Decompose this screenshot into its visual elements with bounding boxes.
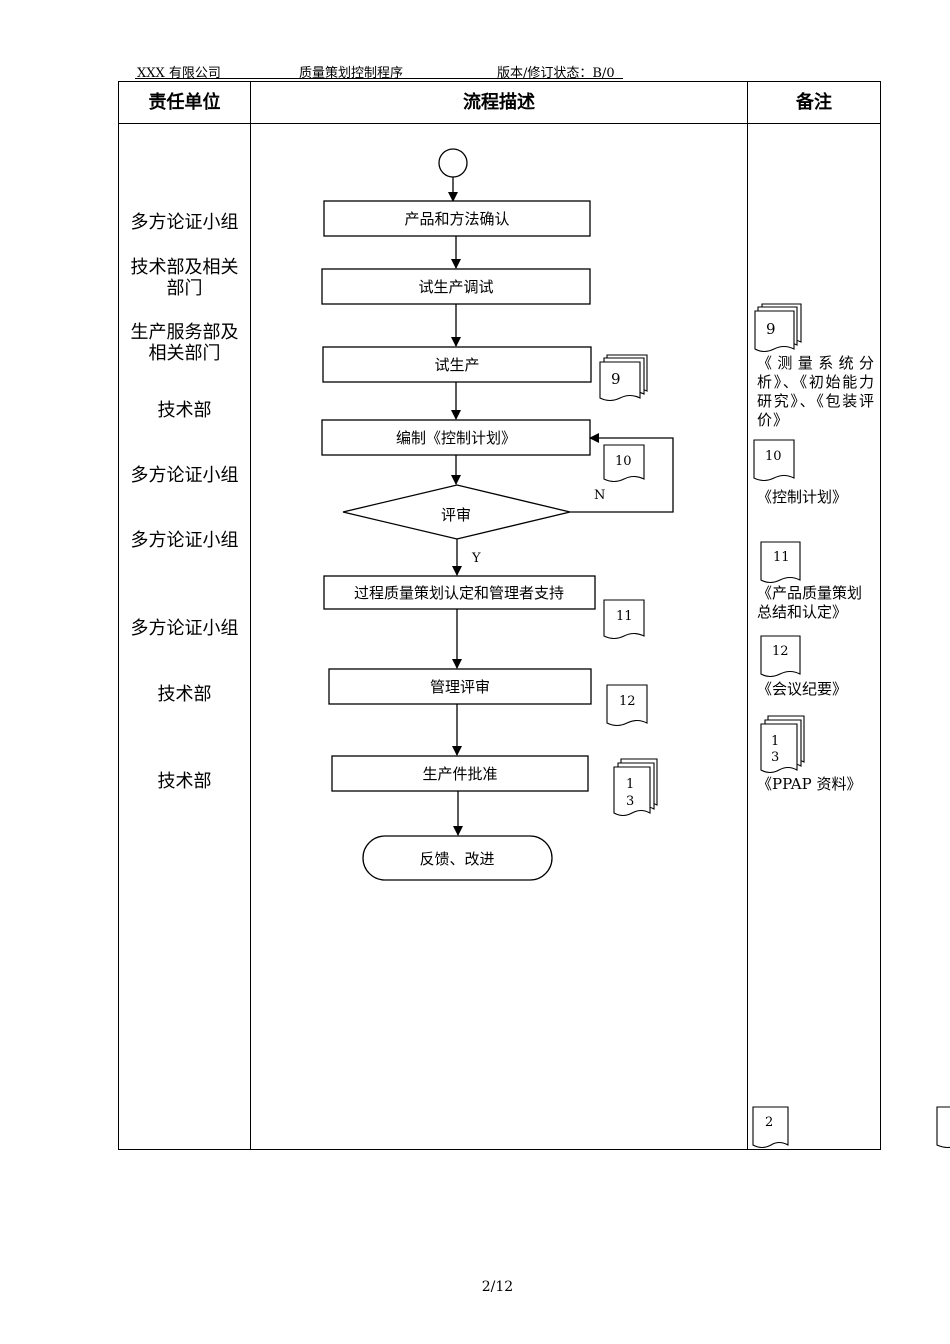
step-trial-production-box <box>322 346 592 383</box>
note-meeting-minutes: 《会议纪要》 <box>757 680 848 698</box>
note-doc-9-number: 9 <box>766 320 776 338</box>
doc-stack-13-note <box>760 715 805 774</box>
end-node-feedback <box>362 835 553 881</box>
doc-12-note <box>760 635 801 678</box>
column-header-remarks: 备注 <box>796 92 832 113</box>
label-no: N <box>594 488 605 503</box>
note-doc-11-number: 11 <box>773 550 790 565</box>
column-header-process: 流程描述 <box>463 92 535 113</box>
header-doc-title: 质量策划控制程序 <box>299 66 404 81</box>
doc-11-note <box>760 541 801 584</box>
doc-10-note <box>753 439 795 482</box>
page-number: 2/12 <box>481 1279 514 1295</box>
resp-feedback: 技术部 <box>157 771 212 792</box>
resp-management-review: 多方论证小组 <box>130 618 239 639</box>
label-yes: Y <box>471 551 481 566</box>
column-header-responsibility: 责任单位 <box>148 92 221 113</box>
step-control-plan: 编制《控制计划》 <box>396 429 516 447</box>
step-management-review-box <box>328 668 592 705</box>
step-quality-planning-box <box>323 575 596 610</box>
doc-13-number-b: 3 <box>626 794 634 809</box>
step-part-approval-box <box>331 755 589 792</box>
step-review: 评审 <box>441 506 471 524</box>
note-doc-2-number: 2 <box>765 1115 773 1130</box>
note-doc-13-number-b: 3 <box>771 750 779 765</box>
resp-control-plan: 技术部 <box>157 400 212 421</box>
resp-trial-production: 生产服务部及相关部门 <box>130 322 239 364</box>
doc-11-flow <box>603 599 645 640</box>
step-quality-planning: 过程质量策划认定和管理者支持 <box>354 584 564 602</box>
resp-part-approval: 技术部 <box>157 684 212 705</box>
note-doc-12-number: 12 <box>772 644 789 659</box>
doc-partial-edge <box>936 1106 950 1149</box>
step-trial-debug-box <box>321 268 591 305</box>
start-node <box>438 148 468 178</box>
doc-12-flow <box>606 684 648 727</box>
resp-quality-planning: 多方论证小组 <box>130 530 239 551</box>
resp-trial-debug: 技术部及相关部门 <box>130 257 239 299</box>
note-measurement-analysis: 《测量系统分析》、《初始能力研究》、《包装评价》 <box>757 354 875 429</box>
step-trial-production: 试生产 <box>434 356 479 374</box>
doc-9-number: 9 <box>611 370 621 388</box>
step-product-confirm: 产品和方法确认 <box>404 210 509 228</box>
note-doc-10-number: 10 <box>765 449 782 464</box>
step-feedback: 反馈、改进 <box>419 850 494 868</box>
doc-13-number-a: 1 <box>626 777 634 792</box>
step-part-approval: 生产件批准 <box>422 765 497 783</box>
step-product-confirm-box <box>323 200 591 237</box>
doc-2-note <box>752 1106 789 1149</box>
doc-stack-9-note <box>754 303 802 353</box>
note-control-plan: 《控制计划》 <box>757 488 848 506</box>
note-quality-summary: 《产品质量策划总结和认定》 <box>757 584 863 621</box>
note-doc-13-number-a: 1 <box>771 734 779 749</box>
doc-stack-13-flow <box>613 758 658 817</box>
step-management-review: 管理评审 <box>430 678 490 696</box>
resp-product-confirm: 多方论证小组 <box>130 212 239 233</box>
header-version: 版本/修订状态：B/0 <box>497 66 615 81</box>
step-trial-debug: 试生产调试 <box>418 278 493 296</box>
doc-12-number: 12 <box>619 694 636 709</box>
doc-10-number: 10 <box>615 454 632 469</box>
doc-stack-9-flow <box>599 354 648 402</box>
header-company: XXX 有限公司 <box>137 66 221 81</box>
note-ppap: 《PPAP 资料》 <box>757 775 862 793</box>
doc-10-flow <box>603 444 645 483</box>
resp-review: 多方论证小组 <box>130 465 239 486</box>
header-underline <box>135 78 623 79</box>
doc-11-number: 11 <box>616 609 633 624</box>
